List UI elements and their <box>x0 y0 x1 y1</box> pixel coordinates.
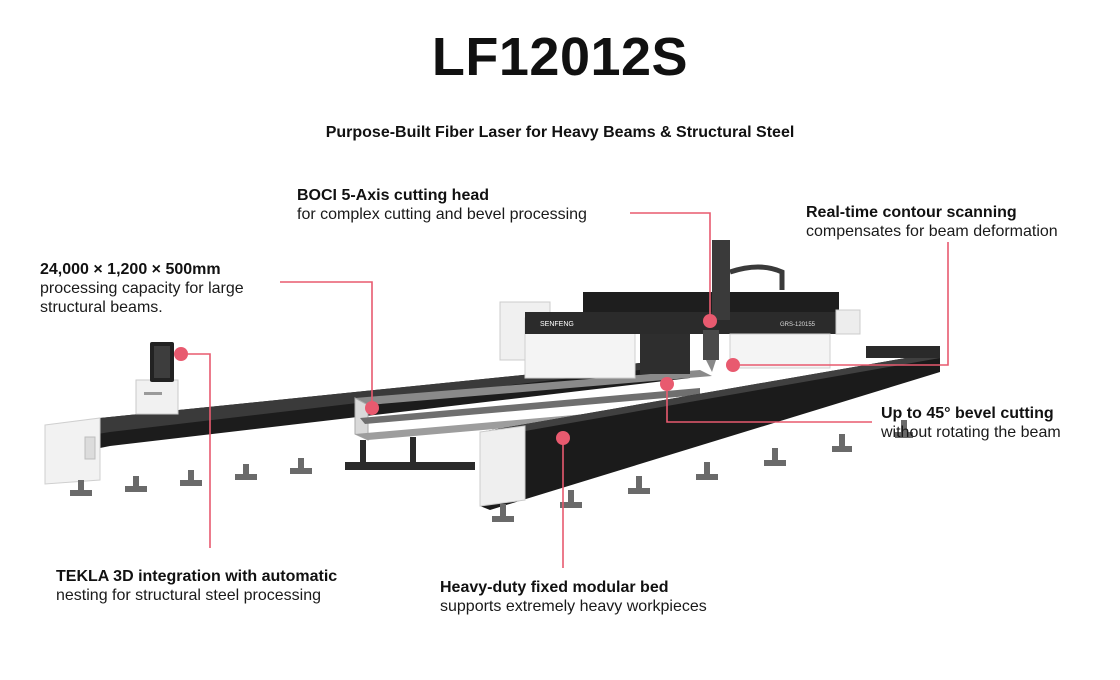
callout-bevel: Up to 45° bevel cutting without rotating… <box>881 404 1061 442</box>
tekla-marker <box>174 347 188 361</box>
callout-heading: TEKLA 3D integration with automatic <box>56 568 338 585</box>
callout-bed: Heavy-duty fixed modular bed supports ex… <box>440 578 707 616</box>
callout-heading: BOCI 5-Axis cutting head <box>297 187 490 204</box>
callout-capacity: 24,000 × 1,200 × 500mm processing capaci… <box>40 260 280 317</box>
page-subtitle: Purpose-Built Fiber Laser for Heavy Beam… <box>325 124 795 141</box>
callout-dots <box>174 314 740 445</box>
left-rail-feet <box>70 458 312 496</box>
callout-tekla: TEKLA 3D integration with automatic nest… <box>56 567 337 605</box>
callout-body: without rotating the beam <box>881 424 1061 441</box>
bed-marker <box>556 431 570 445</box>
callout-contour-scanning: Real-time contour scanning compensates f… <box>806 203 1058 241</box>
callout-heading: Up to 45° bevel cutting <box>881 405 1054 422</box>
contour-scanning-marker <box>726 358 740 372</box>
capacity-marker <box>365 401 379 415</box>
callout-body: processing capacity for large structural… <box>40 280 244 316</box>
page-title: LF12012S <box>431 27 689 87</box>
brand-text: SENFENG <box>540 321 574 328</box>
leader-lines <box>181 212 949 568</box>
model-text: GRS-120155 <box>780 322 816 328</box>
bed-feet <box>492 420 913 522</box>
callout-cutting-head: BOCI 5-Axis cutting head for complex cut… <box>297 186 587 224</box>
callout-body: nesting for structural steel processing <box>56 587 322 604</box>
bevel-marker <box>660 377 674 391</box>
callout-body: compensates for beam deformation <box>806 223 1058 240</box>
control-console <box>135 342 179 415</box>
callout-heading: 24,000 × 1,200 × 500mm <box>40 261 221 278</box>
cutting-head-marker <box>703 314 717 328</box>
callout-heading: Real-time contour scanning <box>806 204 1017 221</box>
callout-heading: Heavy-duty fixed modular bed <box>440 579 669 596</box>
modular-bed <box>479 346 940 510</box>
callout-body: supports extremely heavy workpieces <box>440 598 707 615</box>
gantry: SENFENG GRS-120155 <box>499 240 861 379</box>
callout-body: for complex cutting and bevel processing <box>297 206 587 223</box>
